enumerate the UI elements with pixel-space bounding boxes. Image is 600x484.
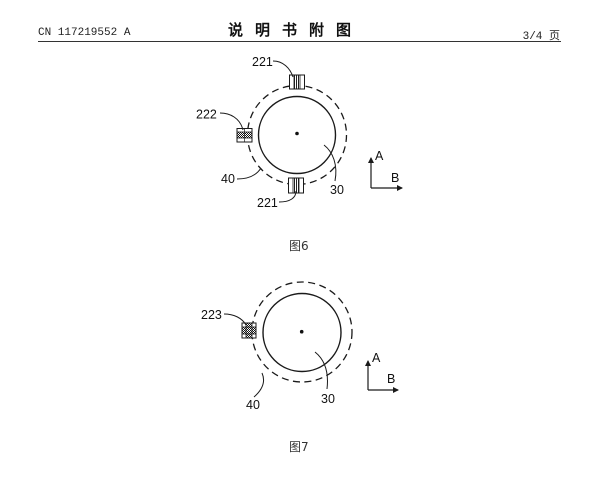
- label-222: 222: [196, 108, 217, 122]
- axis-a-label: A: [375, 149, 384, 163]
- header-rule: [38, 41, 561, 42]
- sensor-221-top: [289, 74, 305, 90]
- leader-40: [236, 167, 262, 180]
- figure-7-caption: 图7: [289, 440, 309, 454]
- page-header: CN 117219552 A 说明书附图 3/4 页: [0, 0, 600, 44]
- axis-a-label: A: [372, 351, 381, 365]
- sensor-221-bottom: [288, 177, 304, 194]
- axis-b-label: B: [387, 372, 395, 386]
- label-40: 40: [246, 398, 260, 412]
- label-30: 30: [321, 392, 335, 406]
- label-223: 223: [201, 308, 222, 322]
- page-number: 3/4 页: [522, 31, 560, 43]
- leader-222: [219, 112, 244, 131]
- leader-30: [323, 144, 337, 182]
- sensor-223-left: [241, 322, 257, 339]
- axis-b-label: B: [391, 171, 399, 185]
- figure-6: 221 222 40 221 30 A B: [196, 55, 403, 210]
- figure-6-caption: 图6: [289, 239, 309, 253]
- leader-221-top: [272, 60, 294, 78]
- figure-7: 223 40 30 A B: [201, 281, 399, 412]
- inner-circle-30: [262, 292, 342, 373]
- leader-40: [253, 372, 265, 398]
- outer-ring-40: [251, 281, 353, 383]
- patent-number: CN 117219552 A: [38, 27, 131, 39]
- page-title: 说明书附图: [228, 21, 364, 39]
- center-dot: [295, 131, 299, 136]
- leader-30: [314, 351, 328, 390]
- axis-indicator-fig7: A B: [365, 351, 399, 393]
- label-40: 40: [221, 172, 235, 186]
- leader-221-bottom: [278, 190, 297, 203]
- leader-223: [223, 313, 247, 326]
- axis-indicator-fig6: A B: [368, 149, 403, 191]
- label-30: 30: [330, 183, 344, 197]
- center-dot: [299, 329, 304, 334]
- sensor-222-left: [236, 128, 253, 143]
- label-221-bottom: 221: [257, 196, 278, 210]
- label-221-top: 221: [252, 55, 273, 69]
- inner-circle-30: [257, 95, 337, 175]
